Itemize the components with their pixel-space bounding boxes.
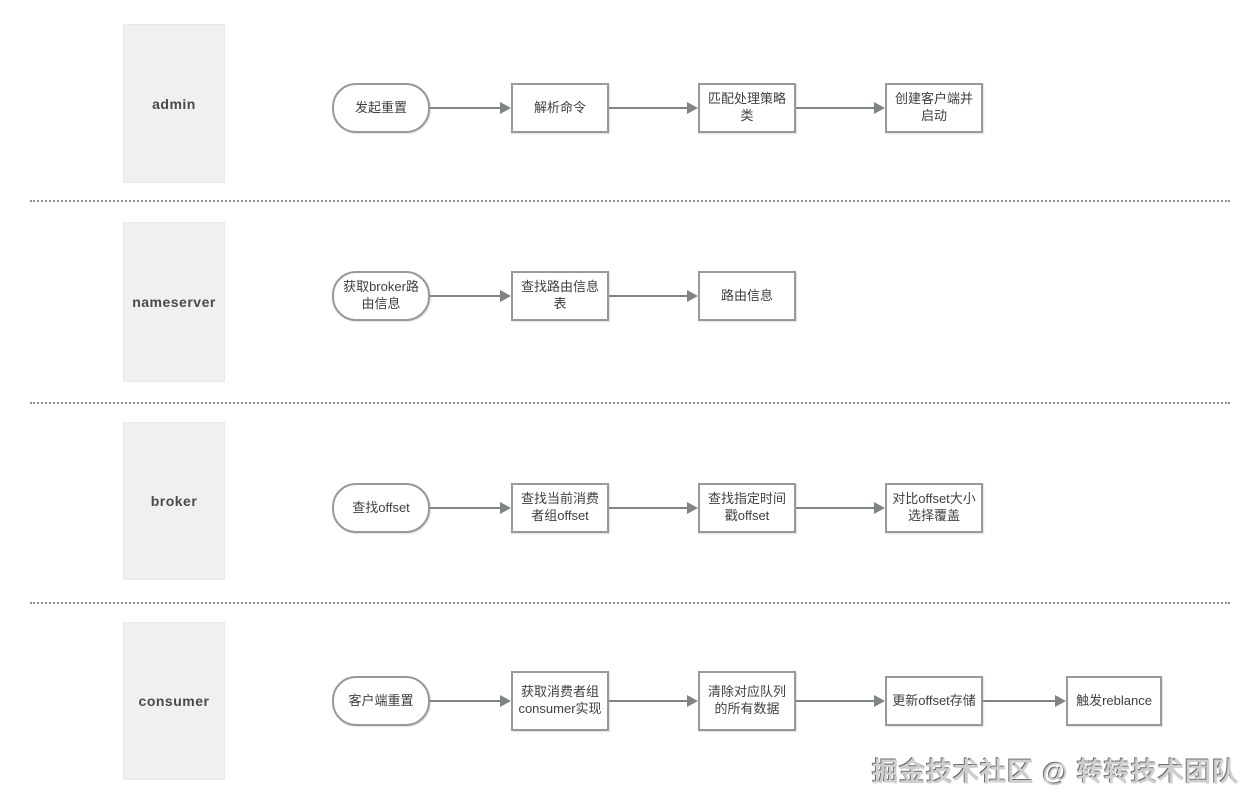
lane-label-consumer: consumer [123,622,225,780]
flow-node-find-group-offset: 查找当前消费者组offset [511,483,609,533]
flow-node-get-consumer-impl: 获取消费者组consumer实现 [511,671,609,731]
flow-node-start-admin: 发起重置 [332,83,430,133]
watermark-text: 掘金技术社区 @ 转转技术团队 [872,757,1239,787]
flow-node-clear-queue-data: 清除对应队列的所有数据 [698,671,796,731]
flow-node-create-client: 创建客户端并启动 [885,83,983,133]
flow-arrow [609,102,698,114]
flow-arrow [796,102,885,114]
lane-label-nameserver: nameserver [123,222,225,382]
flow-node-start-consumer: 客户端重置 [332,676,430,726]
lane-separator [30,200,1230,202]
flow-arrow [430,102,511,114]
lane-label-admin: admin [123,24,225,183]
flow-arrow [609,502,698,514]
flow-arrow [430,502,511,514]
flow-node-update-offset-store: 更新offset存储 [885,676,983,726]
flow-arrow [609,695,698,707]
flow-arrow [983,695,1066,707]
flow-arrow [430,695,511,707]
lane-label-broker: broker [123,422,225,580]
flow-node-compare-offset: 对比offset大小选择覆盖 [885,483,983,533]
flow-node-trigger-rebalance: 触发reblance [1066,676,1162,726]
flow-arrow [796,695,885,707]
lane-separator [30,602,1230,604]
flow-node-lookup-route-table: 查找路由信息表 [511,271,609,321]
flow-arrow [796,502,885,514]
flow-arrow [430,290,511,302]
flow-node-route-info: 路由信息 [698,271,796,321]
flow-node-match-strategy: 匹配处理策略类 [698,83,796,133]
flow-arrow [609,290,698,302]
lane-separator [30,402,1230,404]
flow-node-find-timestamp-offset: 查找指定时间戳offset [698,483,796,533]
flow-node-start-broker: 查找offset [332,483,430,533]
flow-node-start-nameserver: 获取broker路由信息 [332,271,430,321]
flow-node-parse-command: 解析命令 [511,83,609,133]
